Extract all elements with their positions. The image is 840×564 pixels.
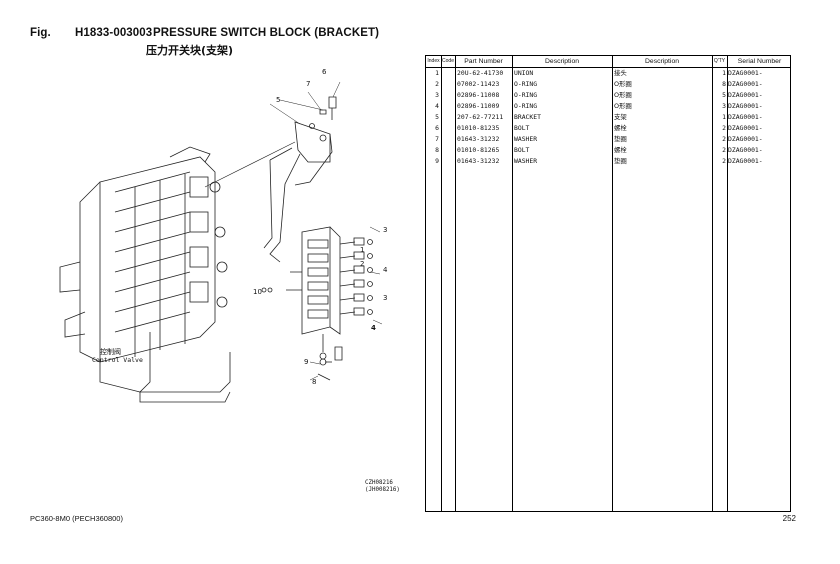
cell-qty: 3: [722, 102, 726, 110]
callout-4: 4: [383, 266, 388, 274]
cell-description-cn: O形圈: [614, 80, 632, 88]
col-header-serial: Serial Number: [737, 58, 782, 65]
cell-serial: DZAG0001-: [728, 135, 763, 143]
cell-index: 5: [435, 113, 439, 121]
page-number: 252: [782, 514, 796, 523]
callout-5: 5: [276, 96, 280, 104]
table-header-row: [426, 56, 790, 68]
cell-description: O-RING: [514, 102, 538, 110]
table-row: 6 01010-81235 BOLT 螺栓 2 DZAG0001-: [426, 123, 790, 134]
cell-index: 2: [435, 80, 439, 88]
callout-10: 10: [253, 288, 262, 296]
table-row: 1 20U-62-41730 UNION 接头 1 DZAG0001-: [426, 68, 790, 79]
parts-table: Index Code Part Number Description Descr…: [425, 55, 791, 512]
table-row: 3 02896-11008 O-RING O形圈 5 DZAG0001-: [426, 90, 790, 101]
cell-serial: DZAG0001-: [728, 124, 763, 132]
col-header-description: Description: [545, 58, 579, 65]
col-header-index: Index: [427, 58, 440, 64]
col-header-part-number: Part Number: [464, 58, 503, 65]
cell-description-cn: 接头: [614, 69, 627, 77]
callout-6: 6: [322, 68, 327, 76]
page-title: PRESSURE SWITCH BLOCK (BRACKET): [153, 27, 380, 39]
drawing-reference: CZH08216 (JH008216): [365, 480, 400, 494]
cell-index: 3: [435, 91, 439, 99]
cell-description-cn: 螺栓: [614, 146, 627, 154]
cell-description: UNION: [514, 69, 534, 77]
cell-serial: DZAG0001-: [728, 69, 763, 77]
cell-serial: DZAG0001-: [728, 157, 763, 165]
cell-description-cn: 螺栓: [614, 124, 627, 132]
callout-7: 7: [306, 80, 310, 88]
cell-part-number: 207-62-77211: [457, 113, 504, 121]
cell-description: O-RING: [514, 91, 538, 99]
control-valve-drawing: [59, 146, 231, 403]
cell-part-number: 01010-81265: [457, 146, 500, 154]
cell-serial: DZAG0001-: [728, 80, 763, 88]
cell-serial: DZAG0001-: [728, 102, 763, 110]
callout-3: 3: [383, 226, 387, 234]
cell-serial: DZAG0001-: [728, 146, 763, 154]
parts-diagram: 6 7 5 3 4 3 4 10 9 8 1 2 控制阀 Control Val…: [59, 68, 388, 403]
callout-9: 9: [304, 358, 308, 366]
control-valve-label-en: Control Valve: [92, 356, 143, 364]
ref-code-1: CZH08216: [365, 480, 393, 486]
cell-description-cn: 垫圈: [614, 157, 627, 165]
cell-part-number: 02896-11008: [457, 91, 500, 99]
cell-qty: 2: [722, 124, 726, 132]
cell-qty: 2: [722, 157, 726, 165]
cell-part-number: 01010-81235: [457, 124, 500, 132]
cell-description-cn: 垫圈: [614, 135, 627, 143]
callout-1: 1: [360, 246, 364, 254]
cell-description: WASHER: [514, 135, 538, 143]
cell-part-number: 02896-11009: [457, 102, 500, 110]
callout-2: 2: [360, 260, 364, 268]
cell-part-number: 01643-31232: [457, 157, 500, 165]
cell-qty: 1: [722, 69, 726, 77]
cell-description: WASHER: [514, 157, 538, 165]
cell-description: O-RING: [514, 80, 538, 88]
table-row: 2 07002-11423 O-RING O形圈 8 DZAG0001-: [426, 79, 790, 90]
cell-qty: 2: [722, 146, 726, 154]
control-valve-label-cn: 控制阀: [100, 347, 121, 356]
ref-code-2: (JH008216): [365, 487, 400, 493]
cell-qty: 5: [722, 91, 726, 99]
cell-index: 4: [435, 102, 439, 110]
cell-description-cn: 支架: [614, 113, 627, 121]
cell-qty: 1: [722, 113, 726, 121]
table-row: 8 01010-81265 BOLT 螺栓 2 DZAG0001-: [426, 145, 790, 156]
cell-index: 1: [435, 69, 439, 77]
cell-index: 6: [435, 124, 439, 132]
pressure-switch-block-drawing: [261, 226, 373, 360]
fig-code: H1833-003003: [75, 27, 153, 39]
cell-part-number: 07002-11423: [457, 80, 500, 88]
col-header-description-2: Description: [645, 58, 679, 65]
table-row: 5 207-62-77211 BRACKET 支架 1 DZAG0001-: [426, 112, 790, 123]
callout-4b: 4: [371, 324, 376, 332]
cell-description: BOLT: [514, 124, 530, 132]
table-row: 4 02896-11009 O-RING O形圈 3 DZAG0001-: [426, 101, 790, 112]
cell-description-cn: O形圈: [614, 102, 632, 110]
bracket-drawing: [263, 121, 333, 263]
callout-8: 8: [312, 378, 316, 386]
col-header-code: Code: [442, 58, 454, 64]
table-row: 7 01643-31232 WASHER 垫圈 2 DZAG0001-: [426, 134, 790, 145]
fig-label: Fig.: [30, 27, 51, 39]
cell-description: BOLT: [514, 146, 530, 154]
cell-description-cn: O形圈: [614, 91, 632, 99]
cell-serial: DZAG0001-: [728, 113, 763, 121]
footer-model: PC360-8M0 (PECH360800): [30, 514, 123, 523]
cell-qty: 2: [722, 135, 726, 143]
page-subtitle: 压力开关块(支架): [146, 44, 234, 57]
cell-qty: 8: [722, 80, 726, 88]
cell-part-number: 20U-62-41730: [457, 69, 504, 77]
cell-index: 9: [435, 157, 439, 165]
table-row: 9 01643-31232 WASHER 垫圈 2 DZAG0001-: [426, 156, 790, 167]
col-header-qty: Q'TY: [713, 58, 726, 64]
cell-description: BRACKET: [514, 113, 541, 121]
cell-part-number: 01643-31232: [457, 135, 500, 143]
callout-3b: 3: [383, 294, 387, 302]
cell-index: 8: [435, 146, 439, 154]
cell-index: 7: [435, 135, 439, 143]
cell-serial: DZAG0001-: [728, 91, 763, 99]
